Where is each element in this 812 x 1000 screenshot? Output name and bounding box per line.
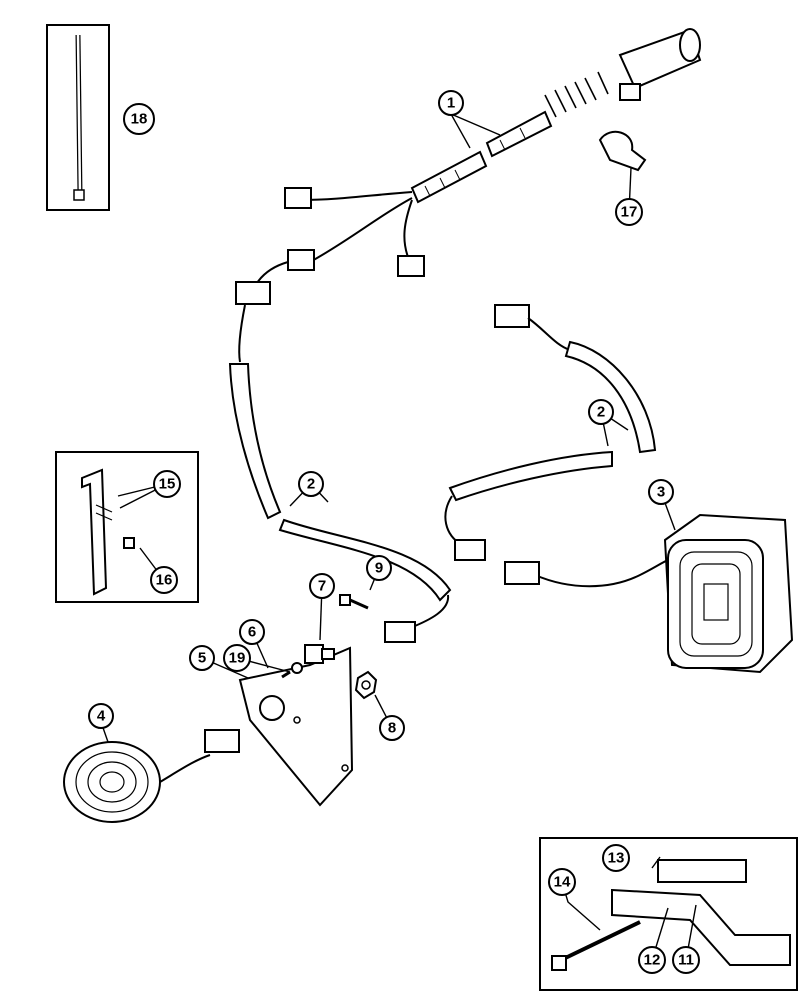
callout-19: 19 xyxy=(223,644,251,672)
callout-11: 11 xyxy=(672,946,700,974)
callout-2-left: 2 xyxy=(298,471,324,497)
svg-text:19: 19 xyxy=(229,650,246,667)
svg-text:1: 1 xyxy=(447,95,455,112)
callout-9: 9 xyxy=(366,555,392,581)
nut-8 xyxy=(354,670,378,700)
callout-13: 13 xyxy=(602,844,630,872)
harness-left xyxy=(228,304,452,643)
bolt-7 xyxy=(304,644,335,664)
svg-text:8: 8 xyxy=(388,720,396,737)
callout-8: 8 xyxy=(379,715,405,741)
callout-7: 7 xyxy=(309,573,335,599)
harness-right xyxy=(444,304,677,588)
callout-18: 18 xyxy=(123,103,155,135)
svg-text:7: 7 xyxy=(318,578,326,595)
clip xyxy=(598,130,647,172)
callout-15: 15 xyxy=(153,470,181,498)
svg-text:14: 14 xyxy=(554,874,571,891)
svg-text:4: 4 xyxy=(97,708,106,725)
svg-text:9: 9 xyxy=(375,560,383,577)
screw-6 xyxy=(281,662,303,679)
lamp-round xyxy=(63,729,240,823)
callout-14: 14 xyxy=(548,868,576,896)
svg-text:16: 16 xyxy=(156,572,173,589)
svg-text:13: 13 xyxy=(608,850,625,867)
callout-17: 17 xyxy=(615,198,643,226)
svg-text:11: 11 xyxy=(678,952,694,969)
lamp-square xyxy=(663,513,794,674)
bracket xyxy=(238,646,354,807)
main-harness xyxy=(235,28,702,306)
svg-text:15: 15 xyxy=(159,476,176,493)
callout-4: 4 xyxy=(88,703,114,729)
callout-2-right: 2 xyxy=(588,399,614,425)
inset-mounting-bar xyxy=(539,837,798,991)
callout-1: 1 xyxy=(438,90,464,116)
svg-text:18: 18 xyxy=(131,111,148,128)
callout-6: 6 xyxy=(239,619,265,645)
screw-9 xyxy=(339,594,369,610)
svg-text:2: 2 xyxy=(597,404,605,421)
svg-text:12: 12 xyxy=(644,952,661,969)
svg-text:3: 3 xyxy=(657,484,665,501)
svg-text:2: 2 xyxy=(307,476,315,493)
callout-16: 16 xyxy=(150,566,178,594)
callout-3: 3 xyxy=(648,479,674,505)
callout-5: 5 xyxy=(189,645,215,671)
svg-text:17: 17 xyxy=(621,204,638,221)
svg-text:5: 5 xyxy=(198,650,206,667)
svg-text:6: 6 xyxy=(248,624,256,641)
inset-cable-tie xyxy=(46,24,110,211)
callout-12: 12 xyxy=(638,946,666,974)
